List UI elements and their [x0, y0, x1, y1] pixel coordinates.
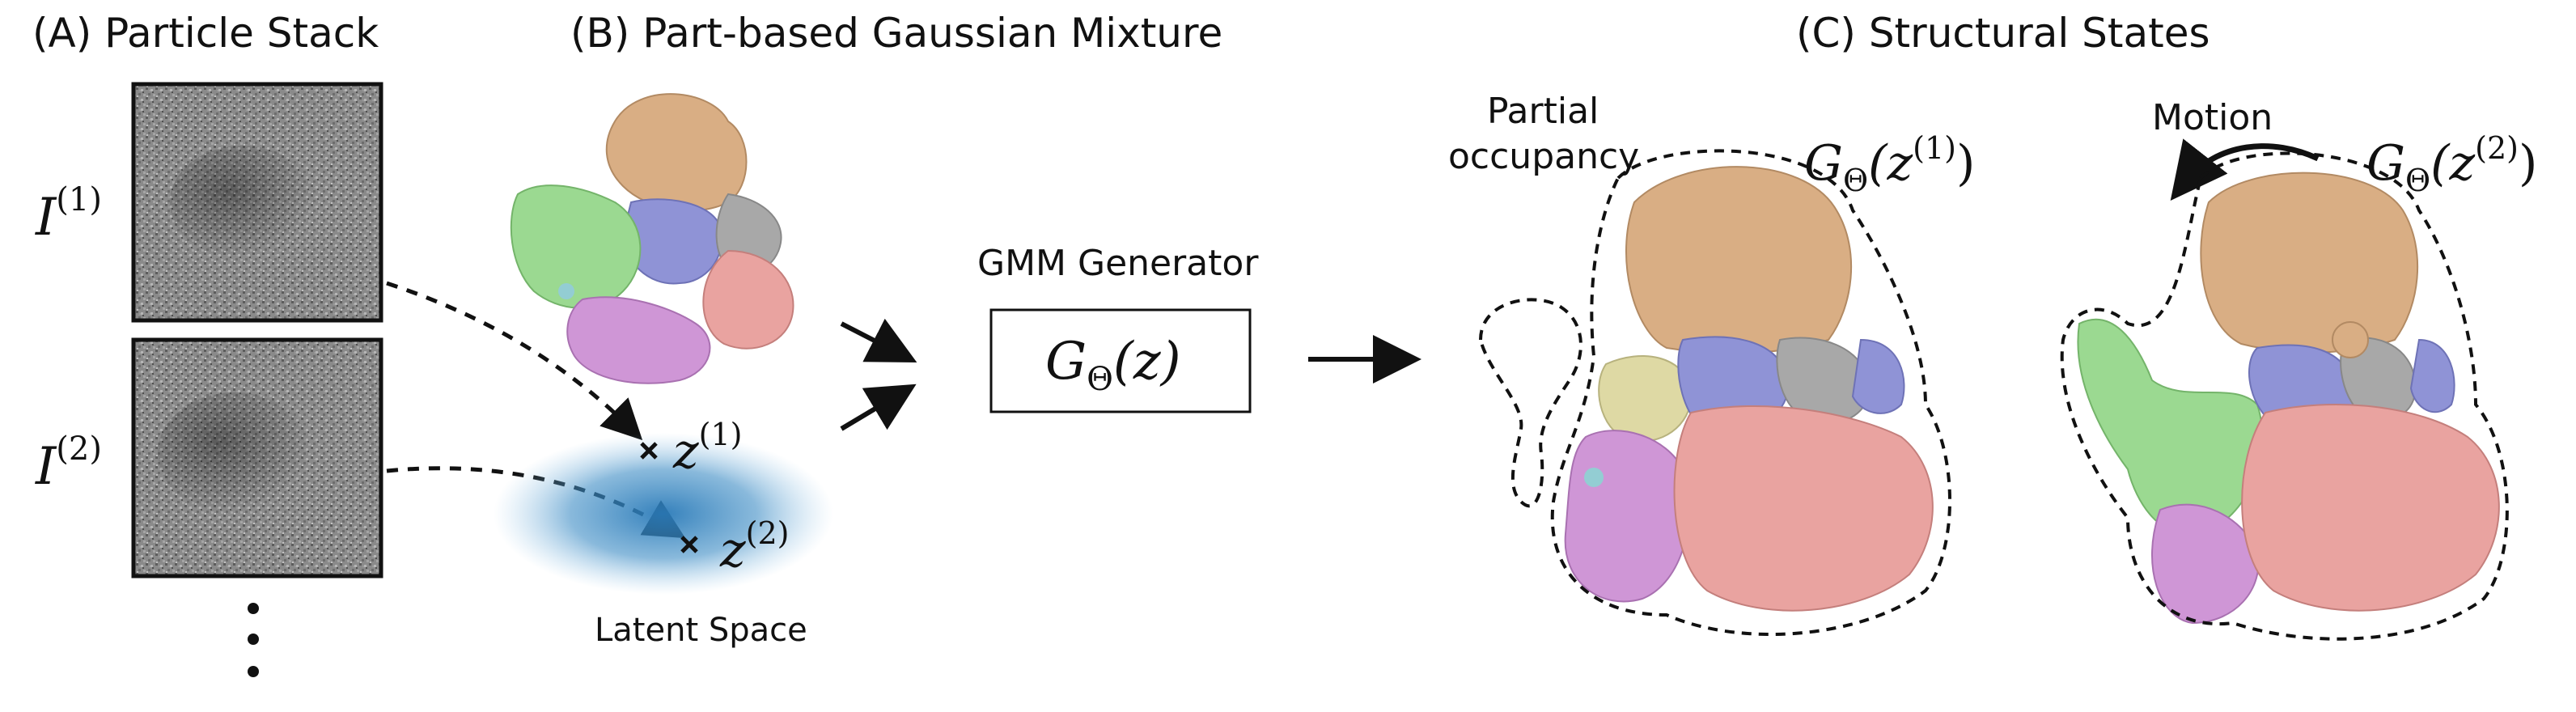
generator-sub: Θ	[1087, 361, 1113, 398]
latent-space-caption: Latent Space	[595, 612, 807, 649]
particle-label-1-base: I	[35, 188, 57, 248]
annotation-partial-line1: Partial	[1487, 91, 1599, 132]
arrow-to-generator-2	[840, 384, 917, 431]
panel-c-title: (C) Structural States	[1796, 10, 2210, 57]
generator-formula: GΘ(z)	[1045, 332, 1181, 398]
latent-point-1-base: z	[672, 423, 699, 480]
annotation-partial-line2: occupancy	[1448, 136, 1639, 177]
panel-b-title: (B) Part-based Gaussian Mixture	[570, 10, 1222, 57]
annotation-motion: Motion	[2152, 97, 2273, 138]
state-2-func: G	[2366, 135, 2405, 192]
state-1-close: )	[1956, 135, 1975, 192]
state-2-formula: GΘ(z(2))	[2366, 130, 2537, 198]
state-2-close: )	[2519, 135, 2537, 192]
generator-title: GMM Generator	[977, 243, 1259, 284]
latent-point-2-label: z(2)	[719, 515, 789, 578]
part-based-molecule	[510, 93, 794, 384]
encode-arrow-1	[386, 281, 643, 441]
state-2-sup: (2)	[2475, 130, 2519, 166]
particle-label-2-sup: (2)	[56, 430, 102, 468]
latent-point-2-marker	[680, 536, 698, 553]
structure-state-1	[1478, 149, 1951, 636]
particle-label-2: I(2)	[35, 430, 102, 497]
latent-point-1-sup: (1)	[699, 417, 743, 452]
state-1-formula: GΘ(z(1))	[1804, 130, 1975, 198]
generator-box	[989, 308, 1252, 413]
latent-cloud	[494, 433, 833, 595]
state-2-sub: Θ	[2405, 163, 2430, 198]
state-1-sup: (1)	[1913, 130, 1956, 166]
latent-point-1-marker	[640, 442, 658, 460]
particle-label-1: I(1)	[35, 181, 102, 248]
particle-label-2-base: I	[35, 437, 57, 497]
state-2-open: (z	[2430, 135, 2475, 192]
generator-func: G	[1045, 332, 1087, 392]
latent-point-1-label: z(1)	[672, 417, 742, 480]
particle-image-2	[131, 337, 383, 578]
state-1-func: G	[1804, 135, 1843, 192]
state-1-open: (z	[1868, 135, 1913, 192]
state-1-sub: Θ	[1843, 163, 1868, 198]
vertical-ellipsis	[248, 603, 259, 677]
annotation-partial-occupancy: Partial occupancy	[1448, 91, 1639, 177]
particle-label-1-sup: (1)	[56, 181, 102, 218]
generator-arg: (z)	[1113, 332, 1181, 392]
latent-point-2-sup: (2)	[746, 515, 790, 551]
panel-a-title: (A) Particle Stack	[32, 10, 379, 57]
particle-image-1	[131, 82, 383, 323]
structure-state-2	[2060, 151, 2509, 641]
arrow-to-generator-1	[840, 318, 917, 362]
latent-point-2-base: z	[719, 522, 746, 578]
